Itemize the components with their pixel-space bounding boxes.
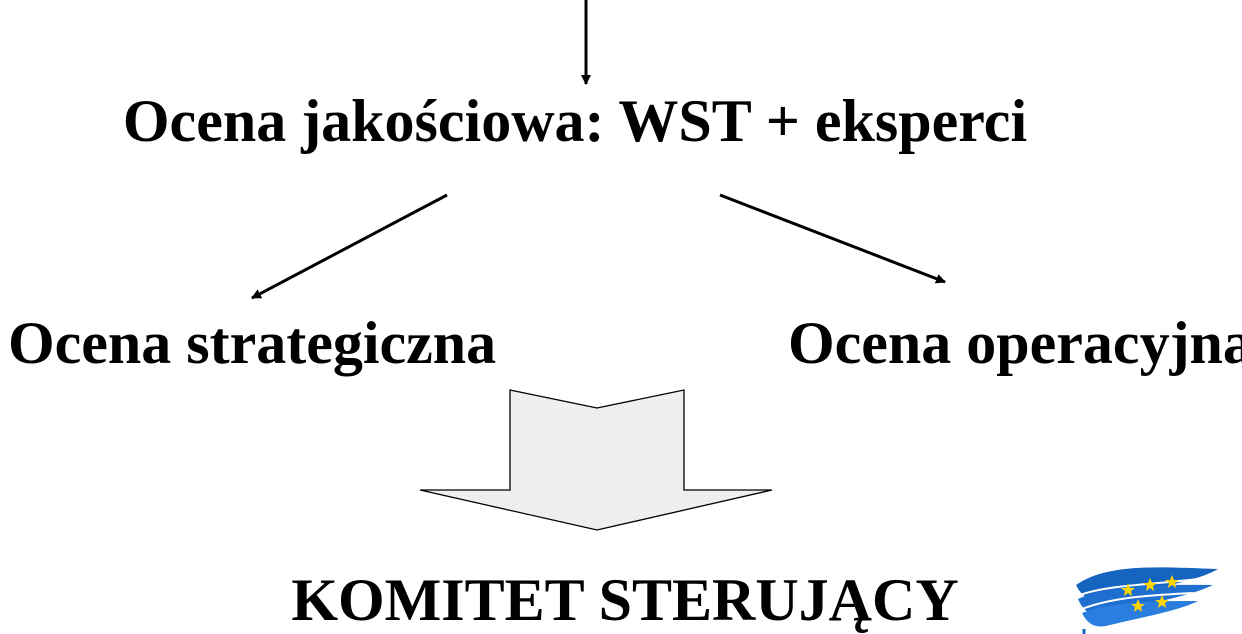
block-arrow-down bbox=[419, 389, 773, 531]
top-node-label: Ocena jakościowa: WST + eksperci bbox=[122, 88, 1028, 154]
arrow-to-operational bbox=[719, 193, 946, 284]
eu-flag-logo-icon bbox=[1076, 567, 1218, 634]
arrow-to-strategic bbox=[251, 193, 448, 300]
left-node-label: Ocena strategiczna bbox=[8, 310, 497, 376]
right-node-label: Ocena operacyjna bbox=[788, 310, 1242, 376]
bottom-node-label: KOMITET STERUJĄCY bbox=[291, 567, 959, 633]
